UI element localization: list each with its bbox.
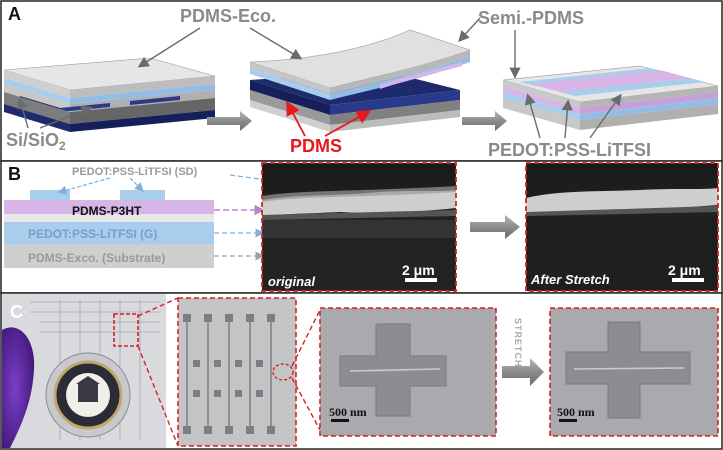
device-stack-1 xyxy=(3,57,216,132)
zoom-box-1 xyxy=(113,313,139,347)
panel-c-letter: C xyxy=(10,302,23,322)
scale-label-c-left: 500 nm xyxy=(329,405,367,419)
scale-bar-right xyxy=(672,278,704,282)
scale-label-b-left: 2 μm xyxy=(402,262,435,278)
device-stack-3 xyxy=(502,65,719,130)
stretch-text: STRETCH xyxy=(513,318,523,368)
zoom-image-original: 500 nm xyxy=(319,307,497,437)
process-arrow-1 xyxy=(207,111,252,131)
zoom-image-stretched: 500 nm xyxy=(549,307,719,437)
panel-b-letter: B xyxy=(8,164,21,184)
panel-c: C xyxy=(0,292,723,450)
panel-a: A xyxy=(0,0,723,162)
label-si-sio2: Si/SiO2 xyxy=(6,130,66,153)
electrode-pads xyxy=(183,314,275,434)
label-pedot-a: PEDOT:PSS-LiTFSI xyxy=(488,140,651,160)
sem-image-stretched: After Stretch 2 μm xyxy=(525,162,719,292)
device-photo xyxy=(2,294,166,448)
panel-a-letter: A xyxy=(8,4,21,24)
electrode-lines xyxy=(186,320,272,430)
stretch-arrow-c: STRETCH xyxy=(502,318,544,386)
label-pdms-p3ht: PDMS-P3HT xyxy=(72,204,142,218)
sem-image-original: original 2 μm xyxy=(261,162,457,292)
scale-label-c-right: 500 nm xyxy=(557,405,595,419)
label-pedot-g: PEDOT:PSS-LiTFSI (G) xyxy=(28,227,157,241)
label-pdms: PDMS xyxy=(290,136,342,156)
process-arrow-2 xyxy=(462,111,507,131)
sem-caption-original: original xyxy=(268,274,315,289)
device-stack-2 xyxy=(249,29,471,132)
sem-caption-stretched: After Stretch xyxy=(530,272,610,287)
scale-bar-left xyxy=(405,278,437,282)
glove xyxy=(2,327,35,448)
scale-label-b-right: 2 μm xyxy=(668,262,701,278)
label-pdms-eco: PDMS-Eco. xyxy=(180,6,276,26)
zoom-circle xyxy=(272,363,294,381)
svg-text:Si/SiO2: Si/SiO2 xyxy=(6,130,66,153)
panel-b: B PEDOT:PSS-LiTFSI (SD) PDMS-P3HT PEDOT:… xyxy=(0,160,723,294)
label-pedot-sd: PEDOT:PSS-LiTFSI (SD) xyxy=(72,166,198,178)
electrode-array xyxy=(177,297,297,447)
label-semi-pdms: Semi.-PDMS xyxy=(478,8,584,28)
stretch-arrow-b xyxy=(470,215,520,239)
layer-schematic xyxy=(4,190,214,268)
label-pdms-exco: PDMS-Exco. (Substrate) xyxy=(28,251,165,265)
